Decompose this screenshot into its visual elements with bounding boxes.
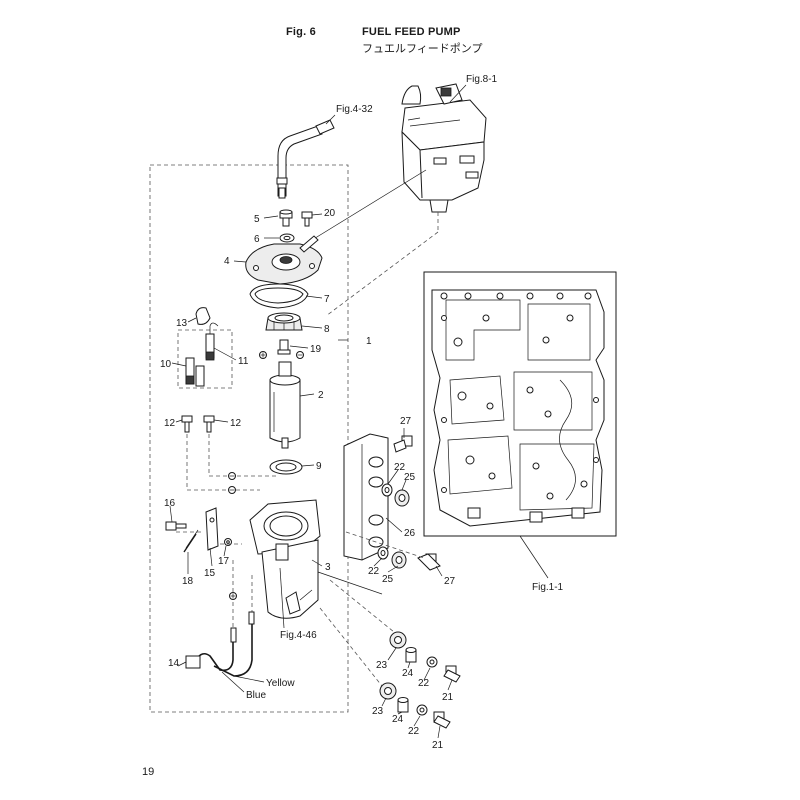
callout-12-right: 12 (230, 418, 242, 429)
part-17-washer (224, 538, 232, 546)
fuel-filter-assembly (401, 83, 487, 213)
part-5-union-bolt (279, 209, 293, 227)
callout-14: 14 (168, 658, 180, 669)
callout-21-upper: 21 (442, 692, 454, 703)
part-3-pump-housing (249, 499, 321, 619)
part-18-clamp (183, 529, 199, 553)
callout-26: 26 (404, 528, 416, 539)
part-13-clip (195, 307, 211, 325)
part-2-fuel-pump (269, 361, 301, 449)
callout-22-lower-2: 22 (408, 726, 420, 737)
callout-5: 5 (254, 214, 260, 225)
callout-23-upper: 23 (376, 660, 388, 671)
part-12-screw-left (181, 415, 193, 433)
part-20-screw (301, 211, 313, 227)
part-10-wire-lead (185, 357, 205, 387)
callout-9: 9 (316, 461, 322, 472)
callout-13: 13 (176, 318, 188, 329)
part-8-retainer-ring (265, 312, 303, 331)
callout-3: 3 (325, 562, 331, 573)
part-27-bolt-lower (417, 553, 441, 571)
callout-4: 4 (224, 256, 230, 267)
callout-24-lower: 24 (392, 714, 404, 725)
callout-22-middle: 22 (368, 566, 380, 577)
part-15-bracket (205, 507, 219, 551)
part-7-o-ring (249, 283, 309, 309)
part-24-spacer-lower (397, 697, 409, 713)
part-24-spacer-upper (405, 647, 417, 663)
filter-connection-line (311, 169, 427, 241)
callout-11: 11 (238, 356, 249, 367)
part-23-collar-lower (379, 682, 397, 700)
callout-24-upper: 24 (402, 668, 414, 679)
callout-16: 16 (164, 498, 176, 509)
callout-19: 19 (310, 344, 322, 355)
fuel-hose (276, 119, 335, 199)
part-21-bolt-upper (443, 665, 461, 683)
minus-terminal-marker (296, 351, 304, 359)
part-25-grommet-lower (391, 551, 407, 569)
part-21-bolt-lower (433, 711, 451, 729)
wire-color-blue: Blue (246, 690, 266, 701)
callout-21-lower: 21 (432, 740, 444, 751)
callout-22-lower-1: 22 (418, 678, 430, 689)
part-22-washer-lower-2 (416, 704, 428, 716)
part-4-pump-cover (245, 235, 323, 285)
callout-1: 1 (366, 336, 372, 347)
ref-fig-4-46: Fig.4-46 (280, 630, 317, 641)
part-12-screw-right (203, 415, 215, 433)
part-23-collar-upper (389, 631, 407, 649)
part-9-damper (269, 459, 303, 475)
part-16-bolt (165, 521, 187, 531)
callout-2: 2 (318, 390, 324, 401)
minus-marker-lower (228, 486, 236, 494)
callout-8: 8 (324, 324, 330, 335)
callout-10: 10 (160, 359, 172, 370)
plus-marker-harness (229, 592, 237, 600)
callout-22-upper: 22 (394, 462, 406, 473)
callout-25-lower: 25 (382, 574, 394, 585)
assembly-frame (149, 164, 349, 713)
page-number: 19 (142, 766, 155, 778)
plus-terminal-marker (259, 351, 267, 359)
callout-27-lower: 27 (444, 576, 456, 587)
fig-1-1-leader (519, 535, 549, 579)
figure-title-japanese: フュエルフィードポンプ (362, 43, 483, 55)
callout-25-upper: 25 (404, 472, 416, 483)
minus-marker-upper (228, 472, 236, 480)
ref-fig-4-32: Fig.4-32 (336, 104, 373, 115)
part-25-grommet-upper (394, 489, 410, 507)
callout-7: 7 (324, 294, 330, 305)
part-26-mounting-plate (343, 433, 389, 561)
part-19-connector (277, 339, 291, 355)
callout-27-upper: 27 (400, 416, 412, 427)
figure-title: FUEL FEED PUMP (362, 26, 461, 38)
part-27-bolt-upper (393, 435, 413, 453)
wire-color-yellow: Yellow (266, 678, 295, 689)
fig-8-1-leader (449, 84, 467, 103)
callout-12-left: 12 (164, 418, 176, 429)
callout-23-lower: 23 (372, 706, 384, 717)
callout-17: 17 (218, 556, 230, 567)
callout-15: 15 (204, 568, 216, 579)
callout-18: 18 (182, 576, 194, 587)
engine-block (423, 271, 617, 537)
part-22-washer-middle (377, 546, 389, 560)
part-22-washer-lower-1 (426, 656, 438, 668)
callout-20: 20 (324, 208, 336, 219)
part-22-washer-upper (381, 483, 393, 497)
ref-fig-1-1: Fig.1-1 (532, 582, 564, 593)
callout-6: 6 (254, 234, 260, 245)
part-6-gasket (279, 233, 295, 243)
part-11-wire-lead (205, 322, 219, 361)
figure-number: Fig. 6 (286, 26, 316, 38)
part-14-wire-harness (185, 560, 255, 677)
callout-leaders (169, 213, 453, 739)
ref-fig-8-1: Fig.8-1 (466, 74, 498, 85)
